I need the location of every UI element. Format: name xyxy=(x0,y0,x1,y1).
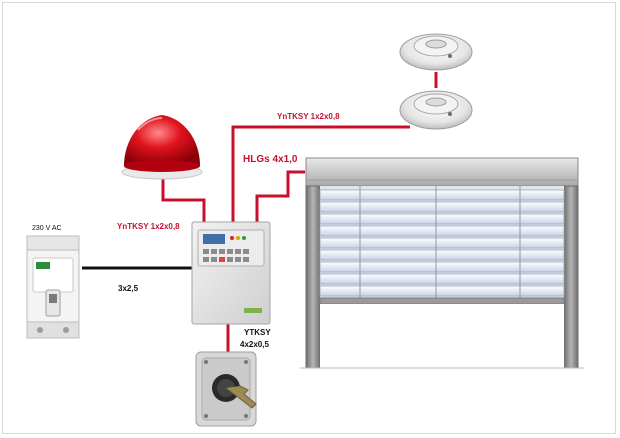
smoke-detector-icon xyxy=(399,90,473,130)
cables xyxy=(82,72,438,352)
cable-power-label: 3x2,5 xyxy=(118,284,139,293)
shutter-slats xyxy=(319,189,565,297)
key-switch-icon xyxy=(195,351,257,427)
cable-shutter xyxy=(255,170,305,222)
rolling-shutter-icon xyxy=(300,157,584,369)
power-supply-label: 230 V AC xyxy=(32,225,62,232)
sounder-beacon-icon xyxy=(121,115,203,180)
cable-sounder-label: YnTKSY 1x2x0,8 xyxy=(117,222,180,231)
diagram-frame xyxy=(2,2,616,434)
circuit-breaker-icon xyxy=(26,235,80,339)
cable-keyswitch-label-1: YTKSY xyxy=(244,328,271,337)
cable-detectors-label: YnTKSY 1x2x0,8 xyxy=(277,112,340,121)
smoke-detector-icon xyxy=(399,33,473,71)
cable-shutter-label: HLGs 4x1,0 xyxy=(243,154,298,165)
fire-control-panel-icon xyxy=(191,221,271,325)
cable-keyswitch-label-2: 4x2x0,5 xyxy=(240,340,269,349)
cable-detectors xyxy=(231,125,410,222)
cable-sounder xyxy=(161,178,206,224)
